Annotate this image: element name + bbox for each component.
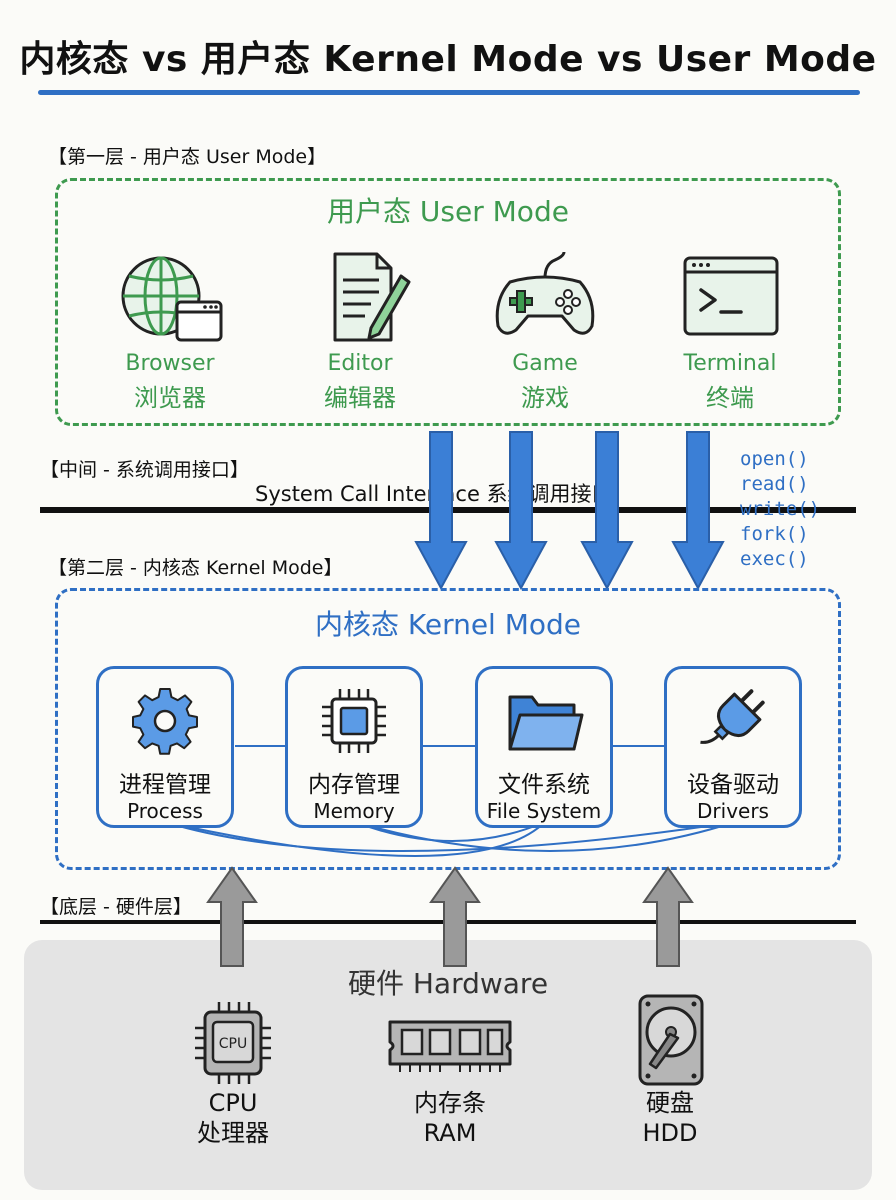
layer1-label: 【第一层 - 用户态 User Mode】 (48, 146, 327, 168)
module-label-en: Drivers (697, 799, 769, 823)
user-mode-box (55, 178, 841, 426)
kernel-mode-title: 内核态 Kernel Mode (314, 608, 582, 641)
layer2-label: 【第二层 - 内核态 Kernel Mode】 (48, 557, 343, 579)
cpu-chip-text: CPU (219, 1036, 247, 1052)
syscall-write: write() (740, 498, 821, 520)
hardware-arrows (206, 866, 694, 967)
arrow-down (671, 431, 725, 591)
module-label-zh: 进程管理 (119, 772, 211, 798)
syscall-read: read() (740, 473, 809, 495)
title-underline (38, 90, 860, 95)
arrow-down (580, 431, 634, 591)
hardware-title: 硬件 Hardware (347, 967, 549, 1000)
hdd-icon (638, 994, 704, 1086)
app-label-zh: 浏览器 (134, 384, 206, 412)
app-label-en: Game (512, 351, 578, 376)
syscall-exec: exec() (740, 548, 809, 570)
hardware-label: 处理器 (197, 1119, 269, 1147)
app-label-en: Terminal (683, 351, 777, 376)
syscall-fork: fork() (740, 523, 809, 545)
arrow-up (642, 866, 694, 967)
app-label-zh: 编辑器 (324, 384, 396, 412)
app-browser: Browser 浏览器 (95, 250, 245, 413)
app-label-en: Browser (125, 351, 215, 376)
hardware-label: HDD (642, 1119, 698, 1147)
bottom-label: 【底层 - 硬件层】 (40, 896, 192, 918)
syscall-open: open() (740, 448, 809, 470)
app-terminal: Terminal 终端 (655, 250, 805, 413)
folder-icon (508, 695, 584, 751)
module-memory: 内存管理 Memory (285, 666, 423, 828)
module-label-zh: 内存管理 (308, 772, 400, 798)
gear-icon (131, 687, 199, 755)
terminal-icon (683, 256, 779, 336)
arrow-down (414, 431, 468, 591)
hardware-ram: 内存条 RAM (375, 998, 525, 1148)
page-title: 内核态 vs 用户态 Kernel Mode vs User Mode (19, 39, 877, 80)
app-label-zh: 游戏 (521, 384, 569, 412)
plug-icon (700, 689, 765, 744)
syscall-arrows (414, 431, 725, 591)
module-file-system: 文件系统 File System (475, 666, 613, 828)
hardware-label: 硬盘 (646, 1089, 694, 1117)
module-label-en: Process (127, 799, 203, 823)
app-editor: Editor 编辑器 (285, 250, 435, 413)
gamepad-icon (495, 251, 595, 335)
cpu-icon: CPU (195, 1002, 271, 1084)
hardware-label: 内存条 (414, 1089, 486, 1117)
module-process: 进程管理 Process (96, 666, 234, 828)
app-game: Game 游戏 (470, 250, 620, 413)
module-drivers: 设备驱动 Drivers (664, 666, 802, 828)
module-connectors (164, 745, 736, 857)
ram-icon (388, 1020, 512, 1072)
arrow-up (429, 866, 481, 967)
document-pencil-icon (333, 252, 411, 342)
arrow-up (206, 866, 258, 967)
hardware-label: RAM (423, 1119, 477, 1147)
kernel-mode-box (55, 588, 841, 870)
user-mode-title: 用户态 User Mode (327, 195, 569, 228)
hardware-cpu: CPU CPU 处理器 (158, 998, 308, 1148)
middle-label: 【中间 - 系统调用接口】 (40, 459, 249, 481)
module-label-zh: 设备驱动 (687, 772, 779, 798)
module-label-en: Memory (313, 799, 395, 823)
app-label-en: Editor (327, 351, 393, 376)
module-label-en: File System (486, 799, 602, 823)
arrow-down (494, 431, 548, 591)
globe-window-icon (121, 256, 223, 342)
chip-icon (322, 689, 386, 753)
module-label-zh: 文件系统 (498, 772, 590, 798)
app-label-zh: 终端 (706, 384, 754, 412)
hardware-label: CPU (208, 1089, 258, 1117)
hardware-hdd: 硬盘 HDD (595, 992, 745, 1148)
